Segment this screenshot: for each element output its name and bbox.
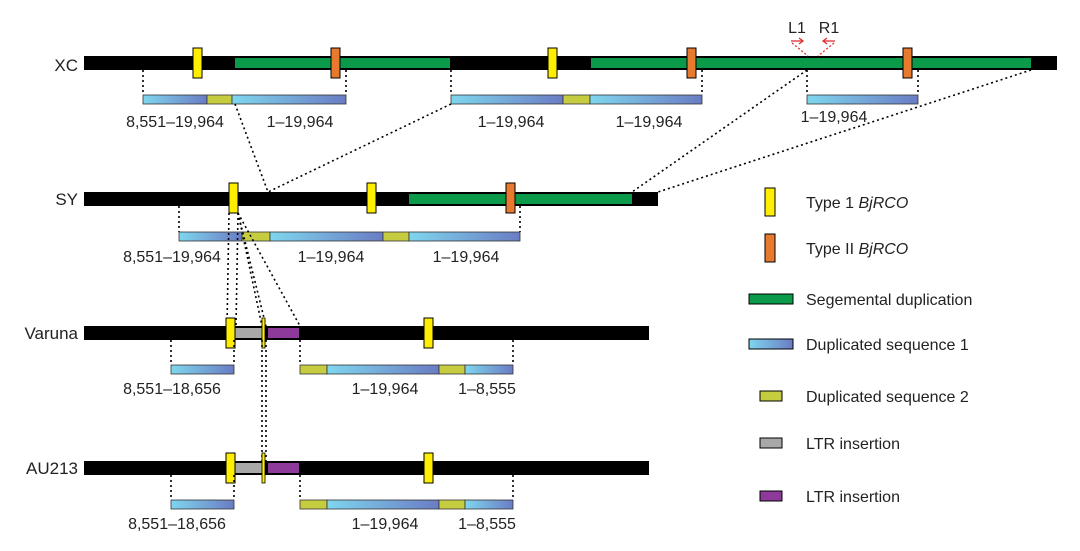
legend-swatch-type2: [764, 233, 776, 263]
duplicated-sequence-2: [562, 94, 591, 105]
type1-bjrco-marker: [225, 317, 236, 349]
type1-bjrco-marker: [228, 182, 239, 214]
range-label: 1–19,964: [298, 249, 365, 266]
primer-r1-label: R1: [819, 20, 840, 37]
track-name-xc: XC: [54, 56, 78, 75]
duplicated-sequence-2: [382, 231, 410, 242]
track-name-varuna: Varuna: [24, 324, 78, 343]
duplicated-sequence-1: [408, 231, 521, 242]
duplicated-sequence-2: [206, 94, 233, 105]
duplicated-sequence-1: [142, 94, 208, 105]
duplicated-sequence-1: [326, 499, 440, 510]
duplicated-sequence-1: [464, 364, 514, 375]
segmental-duplication: [409, 194, 632, 204]
segmental-duplication: [235, 58, 450, 68]
legend-label-dup2: Duplicated sequence 2: [806, 389, 969, 406]
duplicated-sequence-2: [438, 364, 466, 375]
range-label: 8,551–19,964: [126, 114, 224, 131]
xc-sy-connectors: [234, 69, 1032, 193]
ltr-insertion-purple: [268, 328, 299, 338]
segmental-duplication: [591, 58, 1031, 68]
type1-bjrco-marker: [423, 317, 434, 349]
legend-label-dup1: Duplicated sequence 1: [806, 337, 969, 354]
duplicated-sequence-1: [170, 364, 235, 375]
duplicated-sequence-2: [299, 364, 328, 375]
type1-bjrco-marker: [423, 452, 434, 484]
range-label: 8,551–19,964: [123, 249, 221, 266]
legend: Type 1 BjRCO Type II BjRCO Segemental du…: [748, 187, 972, 506]
duplicated-sequence-1: [450, 94, 564, 105]
type1-bjrco-marker: [261, 452, 266, 484]
range-label: 1–19,964: [616, 114, 683, 131]
range-label: 1–19,964: [267, 114, 334, 131]
legend-label-ltr-grey: LTR insertion: [806, 436, 900, 453]
duplicated-sequence-2: [299, 499, 328, 510]
range-label: 8,551–18,656: [128, 516, 226, 533]
legend-label-type2: Type II BjRCO: [806, 241, 908, 258]
legend-swatch-segdup: [748, 293, 794, 305]
type2-bjrco-marker: [505, 182, 516, 214]
duplicated-sequence-1: [806, 94, 919, 105]
duplicated-sequence-2: [241, 231, 271, 242]
legend-label-segdup: Segemental duplication: [806, 292, 972, 309]
sy-varuna-connectors: [226, 212, 301, 327]
track-name-au213: AU213: [26, 459, 78, 478]
legend-swatch-ltr-purple: [759, 490, 783, 502]
range-label: 1–19,964: [352, 381, 419, 398]
range-label: 1–8,555: [458, 516, 516, 533]
type1-bjrco-marker: [192, 47, 203, 79]
type1-bjrco-marker: [366, 182, 377, 214]
ltr-insertion-grey: [235, 328, 262, 338]
duplicated-sequence-1: [464, 499, 514, 510]
legend-swatch-dup2: [759, 390, 783, 402]
primer-arrows: [791, 37, 835, 57]
type2-bjrco-marker: [686, 47, 697, 79]
range-label: 1–19,964: [433, 249, 500, 266]
track-xc: XC L1 R1 8,551–19,964: [54, 20, 1057, 131]
range-label: 1–19,964: [801, 109, 868, 126]
range-label: 1–8,555: [458, 381, 516, 398]
range-label: 1–19,964: [352, 516, 419, 533]
primer-l1-label: L1: [788, 20, 806, 37]
type2-bjrco-marker: [330, 47, 341, 79]
track-varuna: Varuna 8,551–18,656 1–19,964 1–8,555: [24, 317, 649, 398]
track-au213: AU213 8,551–18,656 1–19,964 1–8,555: [26, 452, 649, 533]
chromosome-au213: [84, 461, 649, 475]
legend-swatch-ltr-grey: [759, 437, 783, 449]
legend-label-ltr-purple: LTR insertion: [806, 489, 900, 506]
track-name-sy: SY: [55, 190, 78, 209]
duplicated-sequence-1: [589, 94, 703, 105]
type1-bjrco-marker: [261, 317, 266, 349]
duplicated-sequence-2: [438, 499, 466, 510]
legend-swatch-dup1: [748, 338, 794, 350]
legend-label-type1: Type 1 BjRCO: [806, 195, 908, 212]
type1-bjrco-marker: [547, 47, 558, 79]
duplicated-sequence-1: [269, 231, 384, 242]
ltr-insertion-purple: [268, 463, 299, 473]
chromosome-varuna: [84, 326, 649, 340]
duplicated-sequence-1: [178, 231, 243, 242]
duplicated-sequence-1: [170, 499, 235, 510]
track-sy: SY 8,551–19,964 1–19,964 1–19,964: [55, 182, 658, 266]
type2-bjrco-marker: [902, 47, 913, 79]
range-label: 8,551–18,656: [123, 381, 221, 398]
ltr-insertion-grey: [235, 463, 262, 473]
varuna-au213-connectors: [261, 340, 267, 461]
duplicated-sequence-1: [326, 364, 440, 375]
duplicated-sequence-1: [231, 94, 347, 105]
legend-swatch-type1: [764, 187, 776, 217]
range-label: 1–19,964: [478, 114, 545, 131]
type1-bjrco-marker: [225, 452, 236, 484]
